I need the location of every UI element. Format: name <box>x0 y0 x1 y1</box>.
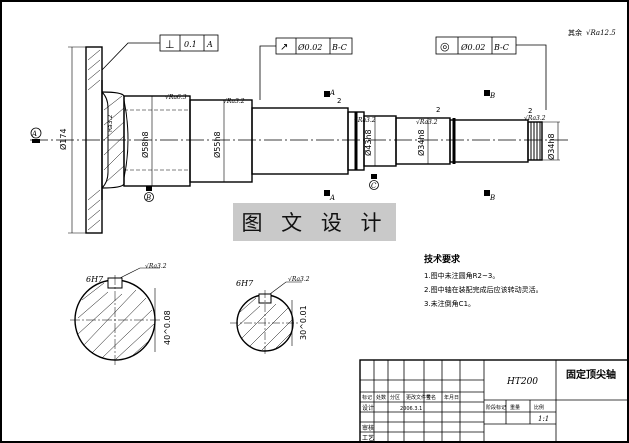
diameter-43: Ø43h8 <box>363 129 373 156</box>
title-block-weight-header: 重量 <box>510 404 520 411</box>
roughness-note-prefix: 其余 <box>568 28 582 37</box>
datum-b-flag <box>146 186 152 191</box>
title-block-stage-header: 阶段标记 <box>486 404 506 411</box>
runout-frame <box>259 37 353 100</box>
datum-b-symbol <box>144 192 154 202</box>
title-block-header-1: 标记 <box>362 394 372 401</box>
section1-ra: √Ra3.2 <box>145 263 167 270</box>
step-dim-1: 2 <box>337 97 341 105</box>
section2-ra: √Ra3.2 <box>288 276 310 283</box>
diameter-34b: Ø34h8 <box>546 133 556 160</box>
title-block-header-4: 更改文件号 <box>406 394 431 401</box>
flange-dimension <box>68 46 86 234</box>
roughness-5: √Ra3.2 <box>524 115 546 122</box>
roughness-4: √Ra3.2 <box>416 119 438 126</box>
roughness-3: √Ra3.2 <box>354 117 376 124</box>
section-view-1 <box>70 267 160 365</box>
perpendicularity-frame <box>101 34 219 71</box>
datum-b-letter: B <box>145 194 151 202</box>
section-label-b1: B <box>489 92 495 100</box>
section-label-b2: B <box>489 194 495 202</box>
datum-a-symbol <box>30 127 42 143</box>
title-block-row-process: 工艺 <box>362 434 374 442</box>
flange <box>85 46 129 234</box>
title-block-header-6: 年月日 <box>444 394 459 401</box>
roughness-2: √Ra3.2 <box>223 98 245 105</box>
title-block-material: HT200 <box>506 377 538 387</box>
datum-a-letter: A <box>31 130 37 138</box>
step-dim-3: 2 <box>528 107 532 115</box>
perpendicularity-symbol: ⊥ <box>165 38 175 51</box>
section-label-a2: A <box>329 194 335 202</box>
perpendicularity-tolerance: 0.1 <box>184 40 197 49</box>
title-block-row-design: 设计 <box>362 404 374 412</box>
tech-requirement-1: 1.图中未注圆角R2~3。 <box>424 271 499 280</box>
hidden-lines <box>124 109 190 171</box>
section-label-a1: A <box>329 89 335 97</box>
title-block-scale: 1:1 <box>538 415 549 423</box>
datum-c-symbol <box>369 180 379 190</box>
diameter-leaders <box>151 96 560 186</box>
concentricity-frame <box>435 36 547 110</box>
keyway-grooves <box>354 112 456 170</box>
roughness-note-value: √Ra12.5 <box>586 29 616 37</box>
tech-requirements-title: 技术要求 <box>424 253 461 265</box>
flange-roughness: Ra3.2 <box>107 115 114 132</box>
section1-dim: 40^0.08 <box>163 310 172 345</box>
shaft-body <box>123 95 543 187</box>
watermark: 图 文 设 计 <box>233 203 396 241</box>
concentricity-symbol: ◎ <box>440 40 450 53</box>
concentricity-tolerance: Ø0.02 <box>460 43 485 52</box>
runout-datum: B-C <box>331 43 347 52</box>
section-view-2 <box>230 281 302 356</box>
title-block-date: 2006.3.1 <box>400 406 422 412</box>
thread-marks <box>530 122 541 160</box>
section1-key: 6H7 <box>86 275 104 284</box>
title-block-header-5: 签名 <box>426 394 436 401</box>
perpendicularity-datum: A <box>206 40 213 49</box>
runout-symbol: ↗ <box>280 42 288 53</box>
tech-requirement-3: 3.未注倒角C1。 <box>424 299 475 308</box>
title-block-lines <box>359 359 629 443</box>
flange-diameter-label: Ø174 <box>58 128 68 150</box>
title-block-part-name: 固定顶尖轴 <box>566 368 616 381</box>
title-block-scale-header: 比例 <box>534 404 544 411</box>
diameter-58: Ø58h8 <box>140 131 150 158</box>
step-dim-2: 2 <box>436 106 440 114</box>
section2-key: 6H7 <box>236 279 254 288</box>
roughness-1: √Ra6.3 <box>165 94 187 101</box>
flange-hatch <box>87 49 125 231</box>
title-block-header-2: 处数 <box>376 394 386 401</box>
title-block-row-review: 审核 <box>362 424 374 432</box>
tech-requirement-2: 2.图中轴在装配完成后应该转动灵活。 <box>424 285 543 294</box>
concentricity-datum: B-C <box>493 43 509 52</box>
diameter-34a: Ø34h8 <box>416 129 426 156</box>
datum-c-letter: C <box>371 182 377 190</box>
title-block-header-3: 分区 <box>390 394 400 401</box>
datum-c-flag <box>371 174 377 179</box>
section-markers <box>324 90 490 196</box>
runout-tolerance: Ø0.02 <box>297 43 322 52</box>
section2-dim: 30^0.01 <box>299 305 308 340</box>
diameter-55: Ø55h8 <box>212 131 222 158</box>
